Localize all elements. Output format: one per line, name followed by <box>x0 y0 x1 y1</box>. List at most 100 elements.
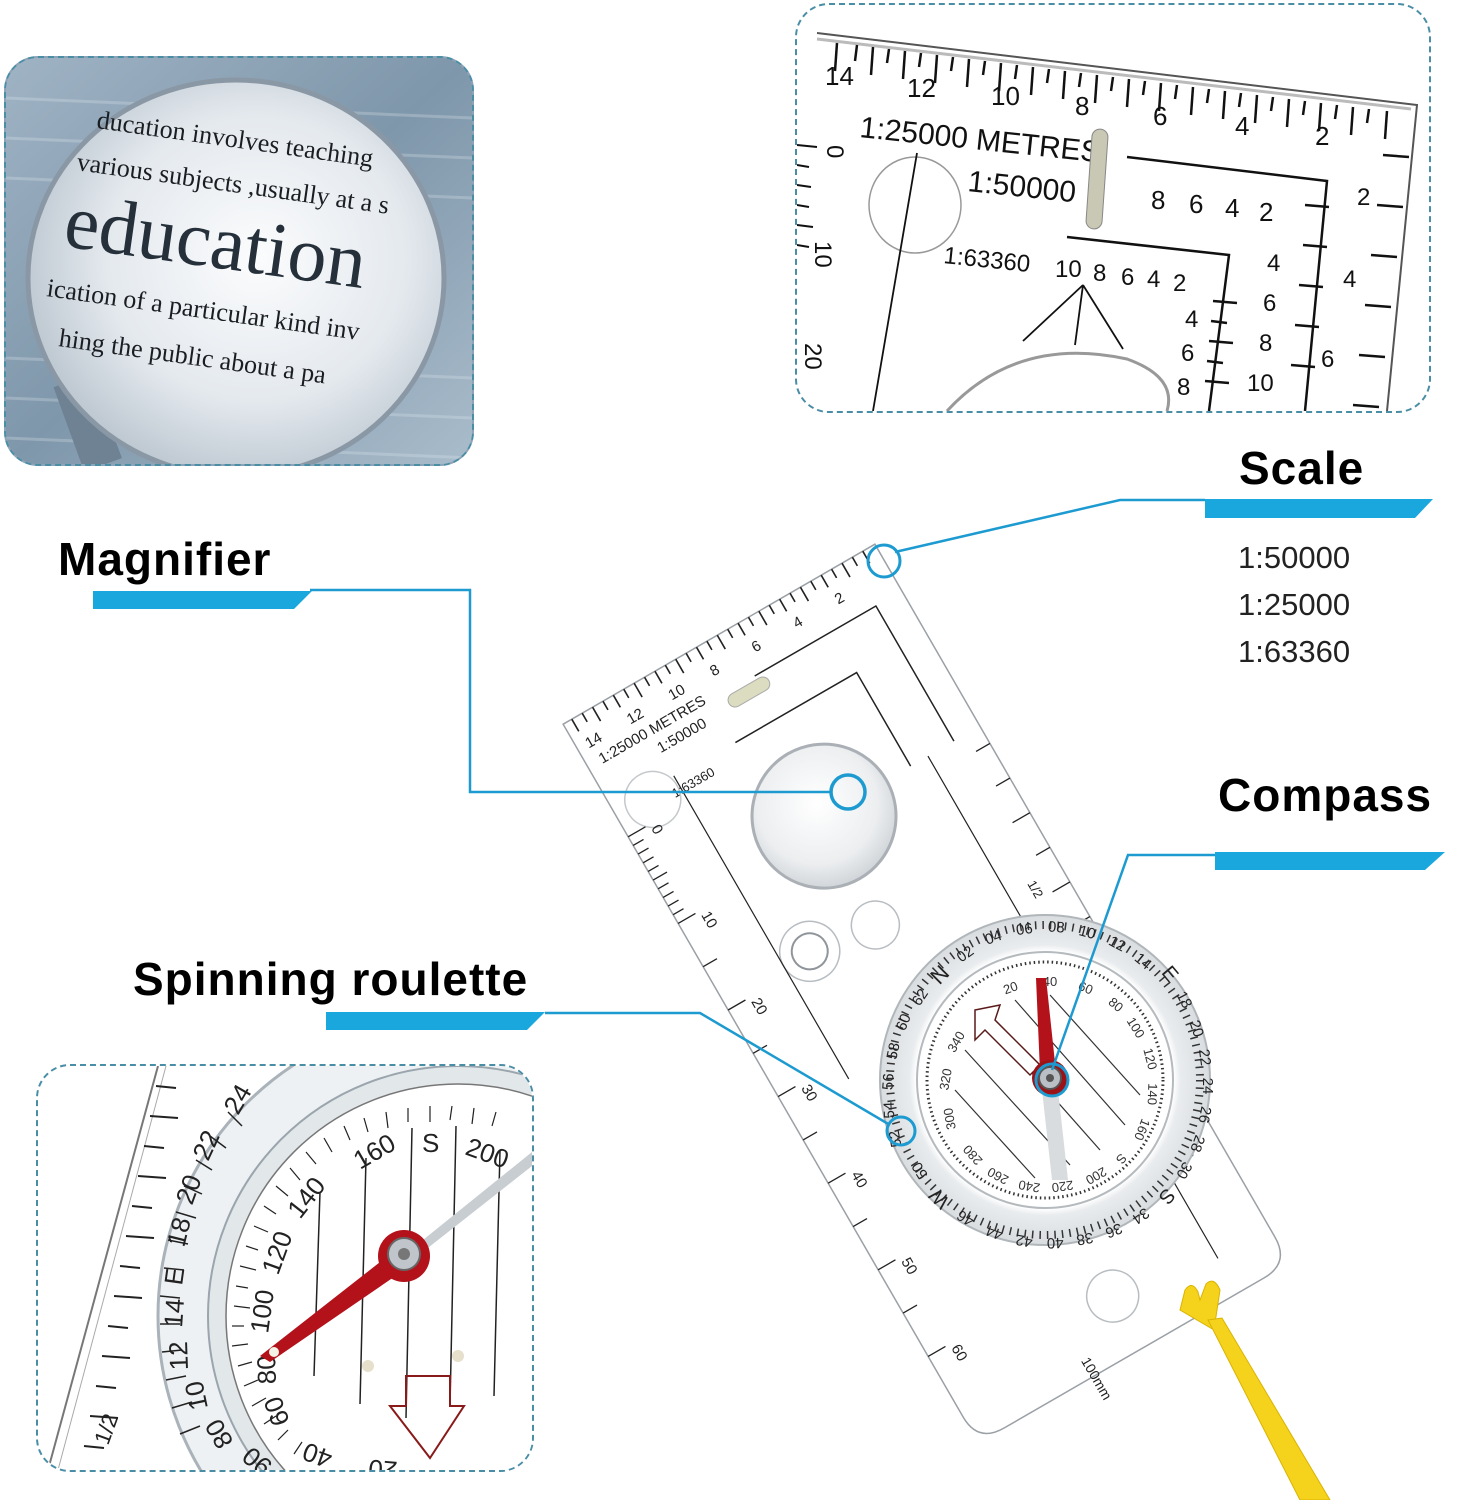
dial-320: 320 <box>936 1067 955 1091</box>
magnifier-photo: ducation involves teaching various subje… <box>6 58 472 464</box>
needle-south-icon <box>1042 1090 1068 1180</box>
scale-closeup-inset: 14 12 10 8 6 4 2 1:25000 METRES 1:50000 … <box>795 3 1431 413</box>
scale-inner-4: 4 <box>1147 266 1160 293</box>
scale-tick-14: 14 <box>825 61 854 91</box>
mm-ruler-50: 50 <box>897 1255 920 1278</box>
bezel-22: 22 <box>1195 1048 1214 1067</box>
roulette-callout-ring-icon <box>885 1115 917 1147</box>
bezel-24: 24 <box>1199 1078 1216 1095</box>
magnifier-callout-ring-icon <box>829 773 867 811</box>
dial-60: 60 <box>1076 978 1095 997</box>
scale-value-63360: 1:63360 <box>1238 634 1351 669</box>
roulette-outer-12: 12 <box>163 1341 194 1371</box>
compass-callout-ring-icon <box>1034 1062 1070 1098</box>
dial-20: 20 <box>1001 978 1020 997</box>
mm-ruler-60: 60 <box>947 1341 970 1364</box>
mm-ruler-40: 40 <box>847 1168 870 1191</box>
dial-140: 140 <box>1145 1083 1161 1105</box>
lanyard <box>1179 1280 1331 1500</box>
bezel-04: 04 <box>983 927 1004 949</box>
top-ruler-10: 10 <box>665 681 688 704</box>
top-ruler-12: 12 <box>624 705 647 728</box>
roulette-outer-18: 18 <box>161 1214 197 1249</box>
bezel-38: 38 <box>1075 1229 1094 1249</box>
bezel-20: 20 <box>1186 1018 1207 1039</box>
callout-bars <box>93 499 1445 1030</box>
callout-lines <box>310 498 1215 1147</box>
magnifier-photo-inset: ducation involves teaching various subje… <box>4 56 474 466</box>
scale-tick-10: 10 <box>991 81 1020 111</box>
scale-left-10: 10 <box>809 241 836 268</box>
roulette-closeup-inset: 1/2 24 22 20 18 E 14 12 10 80 90 04 <box>36 1064 534 1472</box>
bezel-46: 46 <box>954 1206 977 1229</box>
bezel-inner-labels: 20 40 60 80 100 120 140 160 S 200 220 24… <box>936 974 1160 1196</box>
compass-capsule: N 02 04 06 08 10 12 14 E 18 20 22 24 26 … <box>879 914 1216 1252</box>
bezel-50: 50 <box>909 1159 932 1182</box>
mm-ruler-10: 10 <box>697 908 720 931</box>
roulette-outer-E: E <box>158 1265 190 1286</box>
bezel-30: 30 <box>1172 1159 1195 1182</box>
scale-inner-6: 6 <box>1121 264 1134 291</box>
scale-tick-8: 8 <box>1075 91 1089 121</box>
scale-value-25000: 1:25000 <box>1238 587 1351 622</box>
scale-mid-8: 8 <box>1151 185 1165 215</box>
bezel-34: 34 <box>1129 1204 1152 1227</box>
scale-bar <box>1205 499 1433 518</box>
bezel-62: 62 <box>909 986 932 1009</box>
dial-240: 240 <box>1017 1177 1041 1196</box>
roulette-inner-20: 20 <box>367 1454 398 1470</box>
roulette-bar <box>326 1012 545 1030</box>
scale-mid-2: 2 <box>1259 197 1273 227</box>
bezel-60: 60 <box>893 1011 915 1033</box>
scale-tick-6: 6 <box>1153 101 1167 131</box>
scale-left-0: 0 <box>821 145 848 158</box>
scale-callout-line <box>894 498 1205 554</box>
scale-mid-v8: 8 <box>1259 330 1272 357</box>
mm-ruler-30: 30 <box>797 1082 820 1105</box>
bezel-26: 26 <box>1195 1105 1215 1124</box>
roulette-callout-line <box>545 1011 891 1127</box>
bezel-02: 02 <box>954 943 977 966</box>
scale-right-v6: 6 <box>1321 346 1334 373</box>
scale-inner-10: 10 <box>1055 256 1082 283</box>
scale-tick-4: 4 <box>1235 111 1249 141</box>
compass-bar <box>1215 852 1445 870</box>
bezel-12: 12 <box>1106 933 1129 956</box>
roulette-closeup: 1/2 24 22 20 18 E 14 12 10 80 90 04 <box>47 1066 532 1470</box>
dial-220: 220 <box>1051 1178 1075 1196</box>
spinning-roulette-title: Spinning roulette <box>133 953 529 1005</box>
dial-120: 120 <box>1140 1046 1160 1071</box>
scale-mid-4: 4 <box>1225 193 1239 223</box>
bezel-44: 44 <box>984 1221 1005 1243</box>
bezel-18: 18 <box>1173 989 1196 1012</box>
scale-tick-2: 2 <box>1315 121 1329 151</box>
scale-tick-12: 12 <box>907 73 936 103</box>
bezel-54: 54 <box>881 1102 899 1119</box>
bezel-36: 36 <box>1103 1219 1125 1241</box>
roulette-outer-14: 14 <box>158 1297 190 1328</box>
scale-mid-v6: 6 <box>1263 290 1276 317</box>
bezel-08: 08 <box>1047 918 1065 936</box>
scale-mid-6: 6 <box>1189 189 1203 219</box>
mm-ruler-20: 20 <box>747 995 770 1018</box>
bezel-40: 40 <box>1047 1234 1064 1252</box>
magnifier-callout-line <box>310 588 830 794</box>
scale-right-v2: 2 <box>1357 184 1370 211</box>
compass-title: Compass <box>1218 769 1433 821</box>
needle-north-icon <box>1036 978 1056 1072</box>
scale-closeup: 14 12 10 8 6 4 2 1:25000 METRES 1:50000 … <box>797 32 1419 411</box>
scale-inner-8: 8 <box>1093 260 1106 287</box>
scale-inner-2: 2 <box>1173 270 1186 297</box>
scale-inner-v6: 6 <box>1181 340 1194 367</box>
bezel-58: 58 <box>884 1041 904 1061</box>
roulette-outer-10: 10 <box>179 1378 214 1413</box>
bezel-56: 56 <box>879 1073 897 1091</box>
bezel-42: 42 <box>1015 1231 1034 1251</box>
scale-value-50000: 1:50000 <box>1238 540 1351 575</box>
bezel-28: 28 <box>1186 1133 1208 1154</box>
scale-right-v4: 4 <box>1343 266 1356 293</box>
magnifier-title: Magnifier <box>58 533 272 585</box>
roulette-inner-S: S <box>422 1128 439 1158</box>
scale-inner-v4: 4 <box>1185 306 1198 333</box>
